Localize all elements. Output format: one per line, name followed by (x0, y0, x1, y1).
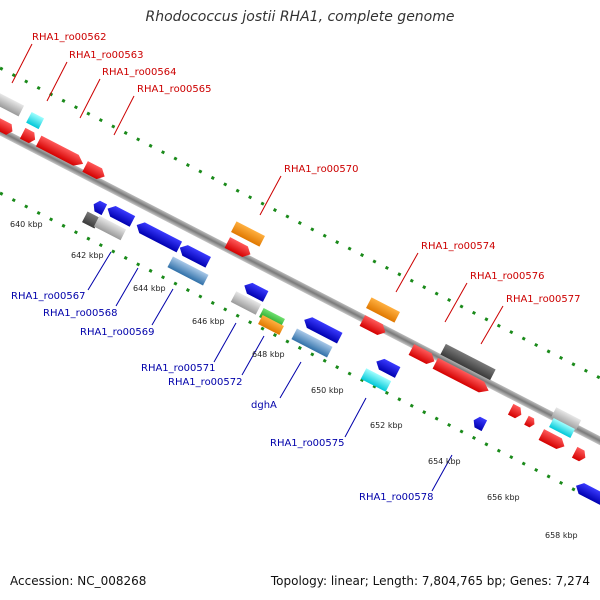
gene-arrow (179, 245, 211, 268)
gene-label[interactable]: RHA1_ro00570 (284, 164, 359, 175)
gene-arrow (538, 429, 565, 450)
gene-label[interactable]: RHA1_ro00569 (80, 327, 155, 338)
gene-block (0, 90, 25, 117)
scale-label: 650 kbp (311, 386, 344, 395)
gene-arrow (224, 237, 251, 258)
gene-arrow (376, 358, 401, 378)
gene-label[interactable]: RHA1_ro00572 (168, 377, 243, 388)
gene-arrow (107, 205, 136, 227)
gene-block (258, 315, 284, 335)
scale-label: 640 kbp (10, 220, 43, 229)
leader-line (115, 267, 139, 307)
reverse-genes (82, 200, 600, 508)
gene-arrow (473, 416, 488, 432)
gene-block (259, 308, 285, 328)
reverse-label-group: RHA1_ro00567 RHA1_ro00568 RHA1_ro00569 R… (11, 291, 434, 503)
reverse-leaders (87, 251, 453, 492)
gene-arrow (576, 483, 600, 508)
gene-arrow (432, 357, 489, 393)
leader-line (213, 322, 237, 363)
accession-text: Accession: NC_008268 (10, 574, 147, 588)
gene-block (549, 418, 575, 438)
scale-label: 644 kbp (133, 284, 166, 293)
gene-arrow (408, 344, 435, 365)
gene-arrow (93, 200, 108, 216)
leader-line (395, 252, 419, 293)
gene-label[interactable]: RHA1_ro00567 (11, 291, 86, 302)
gene-arrow (524, 415, 535, 428)
gene-label[interactable]: RHA1_ro00563 (69, 50, 144, 61)
leader-line (46, 61, 68, 102)
scale-label: 654 kbp (428, 457, 461, 466)
gene-block (230, 291, 262, 315)
gene-label[interactable]: RHA1_ro00577 (506, 294, 581, 305)
gene-label[interactable]: RHA1_ro00574 (421, 241, 496, 252)
gene-arrow (19, 127, 36, 144)
gene-label[interactable]: RHA1_ro00564 (102, 67, 177, 78)
leader-line (11, 43, 33, 84)
forward-leaders (11, 43, 504, 345)
gene-block (366, 297, 400, 323)
scale-label: 646 kbp (192, 317, 225, 326)
gene-block (440, 343, 496, 381)
leader-line (431, 454, 453, 492)
gene-label[interactable]: dghA (251, 400, 277, 411)
gene-block (550, 407, 582, 431)
scale-label: 656 kbp (487, 493, 520, 502)
gene-label[interactable]: RHA1_ro00565 (137, 84, 212, 95)
gene-arrow (304, 317, 343, 344)
leader-line (87, 251, 112, 291)
leader-line (259, 175, 282, 216)
gene-block (231, 221, 265, 247)
gene-arrow (82, 161, 105, 180)
gene-block (291, 328, 333, 358)
gene-label[interactable]: RHA1_ro00578 (359, 492, 434, 503)
tick-track-forward (0, 66, 600, 380)
gene-label[interactable]: RHA1_ro00576 (470, 271, 545, 282)
scale-label: 652 kbp (370, 421, 403, 430)
gene-arrow (35, 135, 84, 166)
leader-line (241, 335, 265, 376)
gene-arrow (359, 315, 386, 336)
leader-line (444, 282, 468, 323)
gene-label[interactable]: RHA1_ro00571 (141, 363, 216, 374)
gene-block (167, 256, 209, 286)
tick-track-reverse (0, 191, 600, 505)
leader-line (113, 95, 135, 136)
map-title: Rhodococcus jostii RHA1, complete genome (145, 9, 455, 25)
leader-line (279, 361, 302, 399)
forward-label-group: RHA1_ro00562 RHA1_ro00563 RHA1_ro00564 R… (32, 32, 581, 305)
scale-label: 648 kbp (252, 350, 285, 359)
leader-line (151, 288, 174, 326)
leader-line (79, 78, 101, 119)
leader-line (344, 397, 367, 438)
genome-summary: Topology: linear; Length: 7,804,765 bp; … (270, 574, 590, 588)
gene-arrow (136, 222, 183, 253)
gene-arrow (244, 282, 269, 302)
scale-labels: 640 kbp 642 kbp 644 kbp 646 kbp 648 kbp … (10, 220, 578, 540)
gene-label[interactable]: RHA1_ro00568 (43, 308, 118, 319)
gene-block (360, 368, 392, 392)
gene-arrow (571, 446, 586, 462)
gene-label[interactable]: RHA1_ro00562 (32, 32, 107, 43)
gene-block (93, 215, 127, 241)
gene-block (26, 111, 45, 130)
scale-label: 658 kbp (545, 531, 578, 540)
forward-genes (0, 90, 586, 462)
scale-label: 642 kbp (71, 251, 104, 260)
gene-arrow (0, 115, 13, 135)
gene-arrow (507, 403, 522, 419)
leader-line (480, 305, 504, 345)
gene-label[interactable]: RHA1_ro00575 (270, 438, 345, 449)
